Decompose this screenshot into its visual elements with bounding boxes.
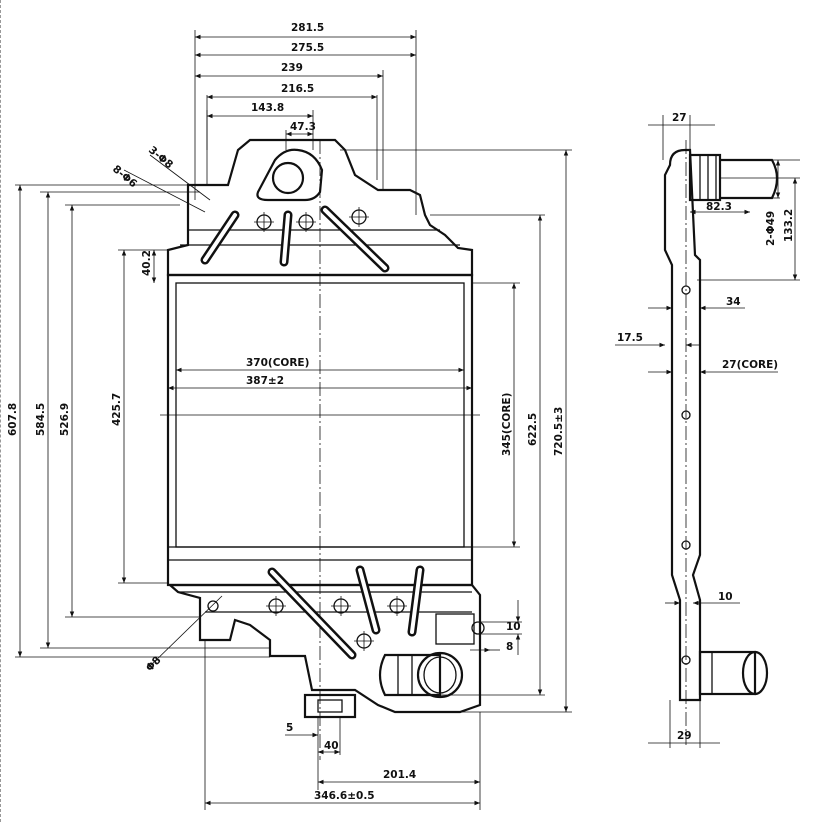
side-top-pipe [688, 153, 779, 202]
dim-core-width: 370(CORE) [246, 357, 309, 369]
dim-345-core: 345(CORE) [501, 393, 513, 456]
side-dim-27-core: 27(CORE) [722, 359, 778, 371]
leader-3-phi8 [149, 154, 211, 201]
lower-right-hole [471, 621, 485, 635]
side-dim-27-top: 27 [672, 112, 687, 124]
lower-tank-outline [167, 583, 482, 714]
side-dim-2-phi49: 2-Φ49 [765, 211, 777, 246]
top-dimension-lines [195, 34, 416, 137]
dim-216-5: 216.5 [281, 83, 314, 95]
upper-slots [200, 205, 390, 273]
dim-143-8: 143.8 [251, 102, 284, 114]
lower-right-boss [435, 613, 475, 645]
mounting-foot-inner [317, 699, 343, 713]
leader-phi8 [147, 595, 223, 669]
dim-526-9: 526.9 [59, 403, 71, 436]
mounting-foot [303, 693, 357, 719]
dim-281-5: 281.5 [291, 22, 324, 34]
leader-8-phi6 [123, 169, 206, 213]
dim-584-5: 584.5 [35, 403, 47, 436]
dim-40-2: 40.2 [141, 250, 153, 276]
page-border [0, 0, 2, 822]
side-bottom-pipe [698, 650, 769, 696]
dim-5: 5 [286, 722, 293, 734]
dim-201-4: 201.4 [383, 769, 416, 781]
dim-622-5: 622.5 [527, 413, 539, 446]
dim-275-5: 275.5 [291, 42, 324, 54]
dim-239: 239 [281, 62, 303, 74]
side-dim-133-2: 133.2 [783, 209, 795, 242]
dim-47-3: 47.3 [290, 121, 316, 133]
dim-425-7: 425.7 [111, 393, 123, 426]
side-dim-29: 29 [677, 730, 692, 742]
dim-720-5: 720.5±3 [553, 407, 565, 456]
inlet-ring [256, 148, 324, 202]
lower-holes [207, 596, 407, 651]
side-dim-17-5: 17.5 [617, 332, 643, 344]
lower-slots [267, 565, 425, 660]
lower-right-small-dims [470, 600, 522, 655]
side-view: 27 82.3 2-Φ49 133.2 34 17.5 27(CORE) [615, 112, 800, 748]
outlet-pipe [378, 651, 464, 699]
side-body-outline [663, 148, 702, 702]
right-dimension-lines [340, 149, 572, 713]
front-view: 281.5 275.5 239 216.5 143.8 47.3 8-Φ6 3-… [7, 22, 572, 810]
side-dim-34: 34 [726, 296, 741, 308]
dim-346-6: 346.6±0.5 [314, 790, 375, 802]
note-3-phi8: 3-Φ8 [146, 144, 175, 171]
side-dim-10: 10 [718, 591, 733, 603]
left-dimension-lines [15, 184, 270, 658]
dim-10-lower: 10 [506, 621, 521, 633]
bottom-dimension-lines [204, 640, 481, 810]
dim-8-lower: 8 [506, 641, 513, 653]
side-hole-marks [681, 285, 691, 665]
note-8-phi6: 8-Φ6 [110, 163, 139, 190]
dim-40: 40 [324, 740, 339, 752]
lower-tank-inner [178, 591, 472, 613]
dim-core-width-tol: 387±2 [246, 375, 284, 387]
dim-607-8: 607.8 [7, 403, 19, 436]
side-dim-82-3: 82.3 [706, 201, 732, 213]
upper-holes [254, 207, 369, 232]
